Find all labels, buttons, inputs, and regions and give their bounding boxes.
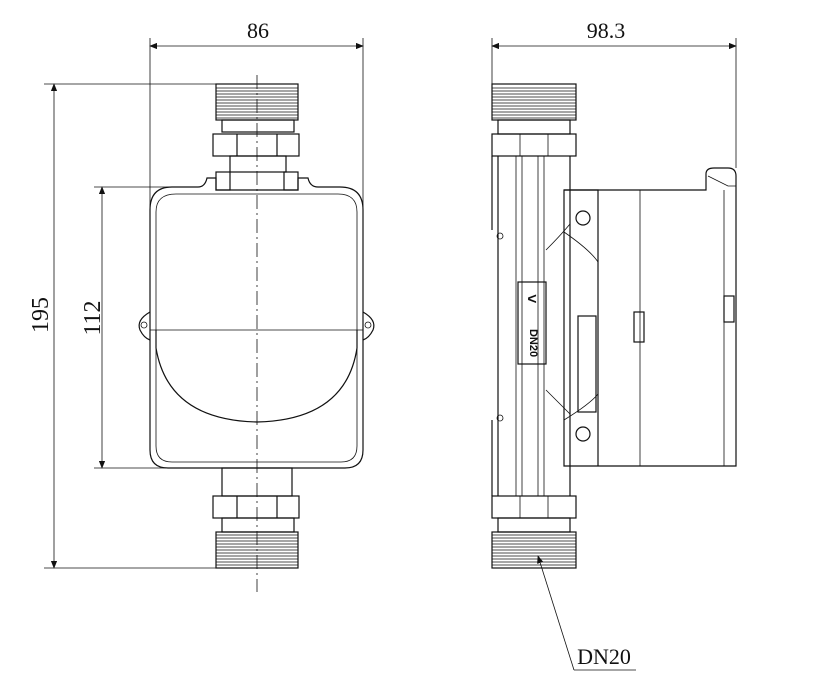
- side-button: [633, 311, 645, 343]
- side-view: < DN20: [491, 18, 737, 671]
- side-bottom-connector: [491, 495, 577, 569]
- front-view: 86 195 112: [28, 18, 375, 592]
- flow-arrow: <: [527, 291, 536, 308]
- dim-body-height: 112: [80, 186, 200, 469]
- front-housing: [138, 177, 375, 469]
- front-top-nut: [212, 119, 300, 173]
- dim-side-width: 98.3: [491, 18, 737, 168]
- dim-total-height: 195: [28, 83, 216, 569]
- side-electronics-housing: [563, 167, 737, 467]
- front-left-lug: [215, 171, 231, 191]
- front-bottom-connector: [212, 467, 300, 569]
- dim-body-height-label: 112: [80, 300, 106, 335]
- side-pipe-body: < DN20: [491, 156, 571, 496]
- connection-size-callout: DN20: [537, 555, 636, 671]
- side-label-plate: [577, 315, 597, 413]
- dim-front-width: 86: [149, 18, 364, 210]
- flow-marker-label: DN20: [527, 329, 539, 357]
- connection-size-label: DN20: [577, 644, 631, 669]
- front-top-thread: [215, 83, 299, 121]
- front-right-lug: [283, 171, 299, 191]
- side-port: [723, 295, 735, 323]
- dim-total-height-label: 195: [28, 297, 54, 333]
- dim-side-width-label: 98.3: [587, 18, 626, 43]
- flow-marker-box: [517, 281, 547, 365]
- dim-front-width-label: 86: [247, 18, 269, 43]
- side-top-thread: [491, 83, 577, 157]
